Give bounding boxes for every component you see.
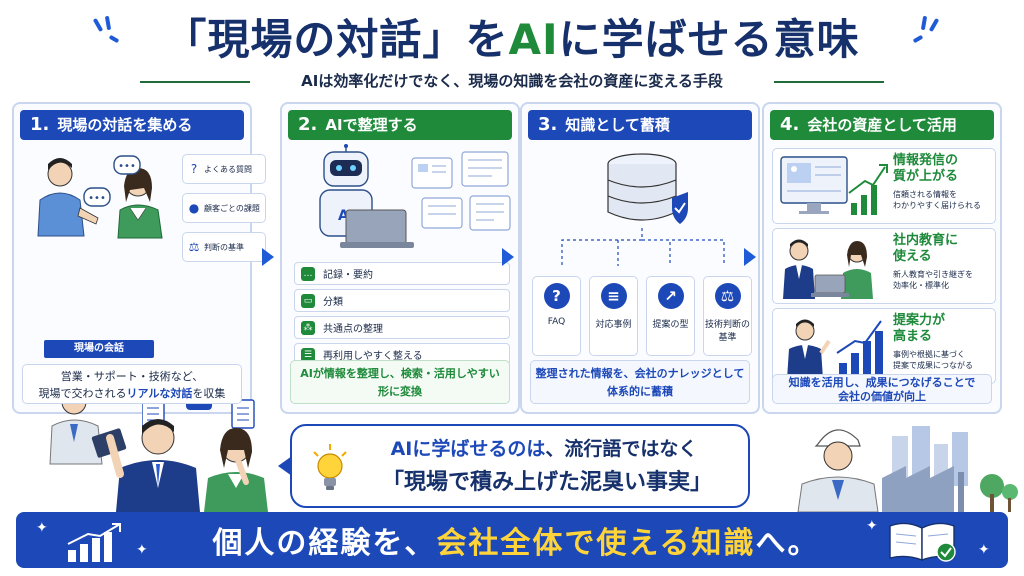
- document-icon: ≡: [600, 283, 627, 309]
- lightbulb-icon: [313, 444, 347, 490]
- step-description: 知識を活用し、成果につなげることで 会社の価値が向上: [772, 374, 992, 404]
- question-icon: ?: [543, 283, 570, 309]
- step-header: 4.会社の資産として活用: [770, 110, 994, 140]
- topic-customer-issues: ●顧客ごとの課題: [182, 193, 266, 223]
- key-message-bubble: AIに学ばせるのは、流行語ではなく 「現場で積み上げた泥臭い事実」: [278, 424, 750, 508]
- step-card-organize: 2.AIで整理する AI …記録・要約 ▭分類 ⁂共通点の整理 ☰再利用しやすく…: [280, 102, 520, 414]
- businessman-growth-icon: [787, 319, 883, 379]
- message-line-1: AIに学ばせるのは、流行語ではなく: [390, 438, 698, 460]
- step-header: 2.AIで整理する: [288, 110, 512, 140]
- asset-title: 提案力が高まる: [893, 313, 946, 344]
- conclusion-banner: ✦ ✦ ✦ ✦ 個人の経験を、会社全体で使える知識へ。: [16, 512, 1008, 568]
- ai-robot-illustration-icon: AI: [319, 144, 511, 248]
- step-card-collect: 1.現場の対話を集める ••• ••• ?よくある質問 ●顧客ごとの課題 ⚖判断…: [12, 102, 266, 465]
- person-icon: ●: [188, 201, 200, 215]
- knowledge-cases: ≡対応事例: [589, 276, 638, 356]
- sparkle-icon: ✦: [136, 542, 148, 558]
- business-people-illustration-icon: [106, 419, 268, 512]
- message-line-2: 「現場で積み上げた泥臭い事実」: [381, 470, 712, 495]
- flow-arrow-icon: [744, 248, 756, 266]
- svg-text:•••: •••: [118, 161, 136, 172]
- asset-title: 社内教育に使える: [893, 233, 959, 264]
- knowledge-proposal: ↗提案の型: [646, 276, 695, 356]
- page-title: 「現場の対話」をAIに学ばせる意味: [164, 15, 860, 64]
- network-icon: ⁂: [301, 320, 315, 335]
- factory-city-icon: [882, 426, 1018, 512]
- sparkle-icon: ✦: [36, 520, 48, 536]
- asset-description: 信頼される情報をわかりやすく届けられる: [893, 190, 981, 210]
- chat-question-icon: ?: [190, 162, 198, 176]
- open-book-check-icon: [889, 522, 956, 562]
- step-description: 整理された情報を、会社のナレッジとして 体系的に蓄積: [530, 360, 750, 404]
- sparkle-icon: ✦: [866, 518, 878, 534]
- task-summarize: …記録・要約: [294, 262, 510, 285]
- training-people-icon: [783, 239, 873, 299]
- step-description: 営業・サポート・技術など、 現場で交わされるリアルな対話を収集: [22, 364, 242, 404]
- checklist-icon: ☰: [301, 347, 315, 362]
- asset-title: 情報発信の質が上がる: [893, 153, 959, 184]
- subtitle: AIは効率化だけでなく、現場の知識を会社の資産に変える手段: [140, 70, 884, 92]
- topic-list: ?よくある質問 ●顧客ごとの課題 ⚖判断の基準: [182, 154, 266, 271]
- task-classify: ▭分類: [294, 289, 510, 312]
- knowledge-tech-criteria: ⚖技術判断の基準: [703, 276, 752, 356]
- knowledge-types: ?FAQ ≡対応事例 ↗提案の型 ⚖技術判断の基準: [532, 276, 752, 356]
- topic-criteria: ⚖判断の基準: [182, 232, 266, 262]
- knowledge-faq: ?FAQ: [532, 276, 581, 356]
- step-card-accumulate: 3.知識として蓄積 ?FAQ ≡対応事例 ↗提案の型 ⚖技術判断の基準 整理され…: [520, 102, 760, 414]
- asset-proposal-power: 提案力が高まる 事例や根拠に基づく提案で成果につながる: [772, 308, 996, 384]
- growth-chart-icon: [67, 523, 121, 562]
- asset-description: 新人教育や引き継ぎを効率化・標準化: [893, 270, 973, 290]
- task-commonality: ⁂共通点の整理: [294, 316, 510, 339]
- conclusion-text: 個人の経験を、会社全体で使える知識へ。: [212, 526, 820, 561]
- ai-task-list: …記録・要約 ▭分類 ⁂共通点の整理 ☰再利用しやすく整える: [294, 262, 510, 370]
- monitor-growth-icon: [780, 156, 888, 215]
- database-illustration-icon: [561, 153, 725, 266]
- step-card-utilize: 4.会社の資産として活用 情報発信の質が上がる 信頼される情報をわかりやすく届け…: [762, 102, 1002, 414]
- sparkle-icon: ✦: [978, 542, 990, 558]
- topic-faq: ?よくある質問: [182, 154, 266, 184]
- scale-icon: ⚖: [714, 283, 741, 309]
- engineer-illustration-icon: [797, 429, 879, 512]
- folder-icon: ▭: [301, 293, 315, 308]
- step-header: 1.現場の対話を集める: [20, 110, 244, 140]
- conversation-illustration-icon: ••• •••: [37, 155, 163, 239]
- scene-label: 現場の会話: [44, 340, 154, 358]
- asset-content-quality: 情報発信の質が上がる 信頼される情報をわかりやすく届けられる: [772, 148, 996, 224]
- chat-icon: …: [301, 266, 315, 281]
- flow-arrow-icon: [502, 248, 514, 266]
- step-description: AIが情報を整理し、検索・活用しやすい 形に変換: [290, 360, 510, 404]
- trend-chart-icon: ↗: [657, 283, 684, 309]
- asset-training: 社内教育に使える 新人教育や引き継ぎを効率化・標準化: [772, 228, 996, 304]
- scale-icon: ⚖: [188, 240, 200, 254]
- step-header: 3.知識として蓄積: [528, 110, 752, 140]
- asset-description: 事例や根拠に基づく提案で成果につながる: [893, 350, 973, 370]
- flow-arrow-icon: [262, 248, 274, 266]
- svg-text:•••: •••: [88, 193, 106, 204]
